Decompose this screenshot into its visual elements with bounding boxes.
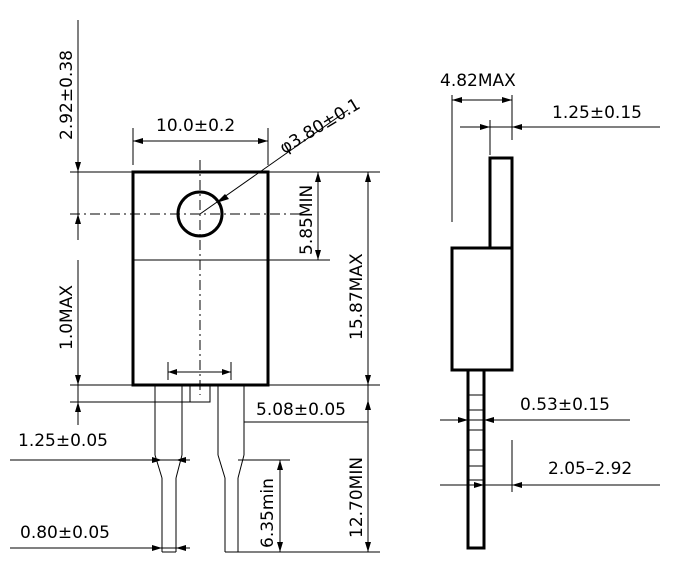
dim-lead-offset: 2.05–2.92 <box>440 440 660 492</box>
right-lead <box>217 385 245 553</box>
dim-lead-length: 12.70MIN <box>238 385 380 553</box>
center-pin-stub <box>189 384 211 403</box>
lead-length-label: 12.70MIN <box>347 457 367 538</box>
dim-body-lower: 1.0MAX <box>57 260 190 425</box>
left-lead <box>154 385 183 553</box>
thickness-label: 4.82MAX <box>440 71 516 91</box>
side-view: 4.82MAX 1.25±0.15 0.53±0.15 2.05–2.92 <box>440 71 660 550</box>
lead-shoulder-label: 1.25±0.05 <box>18 431 108 451</box>
dim-tab-height: 2.92±0.38 <box>57 20 133 240</box>
side-tab <box>488 156 514 250</box>
lead-pitch-label: 5.08±0.05 <box>256 400 346 420</box>
body-lower-label: 1.0MAX <box>57 285 77 350</box>
dim-hole-diameter: φ3.80±0.1 <box>199 95 364 215</box>
dim-tab-thickness: 1.25±0.15 <box>460 103 660 155</box>
lead-offset-label: 2.05–2.92 <box>548 459 632 479</box>
side-lead <box>466 368 486 550</box>
tab-height-label: 2.92±0.38 <box>57 50 77 140</box>
dim-lead-width: 0.80±0.05 <box>10 523 190 551</box>
side-body <box>450 246 514 372</box>
tab-thickness-label: 1.25±0.15 <box>552 103 642 123</box>
dim-body-width: 10.0±0.2 <box>132 116 269 165</box>
lead-thickness-label: 0.53±0.15 <box>520 395 610 415</box>
hole-position-label: 5.85MIN <box>297 185 317 255</box>
dim-hole-position: 5.85MIN <box>268 171 330 261</box>
dim-lead-pitch: 5.08±0.05 <box>167 362 368 423</box>
dim-lead-shoulder: 1.25±0.05 <box>10 431 190 463</box>
front-view: 10.0±0.2 φ3.80±0.1 2.92±0.38 1.0MAX <box>10 20 380 553</box>
side-lead-ticks <box>468 394 484 481</box>
dim-lead-thickness: 0.53±0.15 <box>440 395 630 423</box>
dim-lead-tip: 6.35min <box>238 459 290 552</box>
hole-diameter-label: φ3.80±0.1 <box>276 95 364 159</box>
overall-height-label: 15.87MAX <box>347 253 367 340</box>
lead-tip-label: 6.35min <box>258 478 278 548</box>
dim-overall-height: 15.87MAX <box>268 171 380 386</box>
lead-width-label: 0.80±0.05 <box>20 523 110 543</box>
dim-thickness: 4.82MAX <box>440 71 516 222</box>
body-width-label: 10.0±0.2 <box>156 116 235 136</box>
